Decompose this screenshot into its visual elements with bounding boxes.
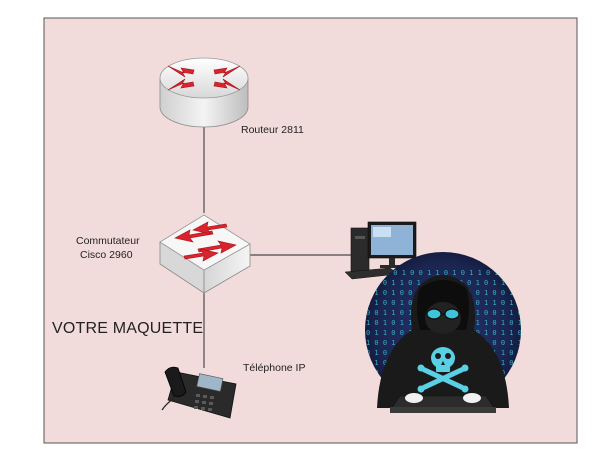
links (203, 127, 352, 368)
switch-label-line1: Commutateur (76, 235, 140, 247)
router-icon (159, 57, 249, 128)
phone-label: Téléphone IP (243, 362, 306, 374)
ip-phone-icon (161, 366, 237, 419)
diagram-title: VOTRE MAQUETTE (52, 320, 204, 337)
desktop-computer-icon (344, 221, 417, 280)
svg-text:0 1 1 0 1 0 0 1 1 0 1 0 1 1 0: 0 1 1 0 1 0 0 1 1 0 1 0 1 1 0 1 0 0 1 1 (368, 269, 532, 277)
router-label: Routeur 2811 (241, 124, 304, 136)
switch-label-line2: Cisco 2960 (80, 249, 133, 261)
switch-icon (159, 214, 251, 294)
hacker-skull-icon: 0 1 1 0 1 0 0 1 1 0 1 0 1 1 0 1 0 0 1 1 … (365, 252, 532, 413)
